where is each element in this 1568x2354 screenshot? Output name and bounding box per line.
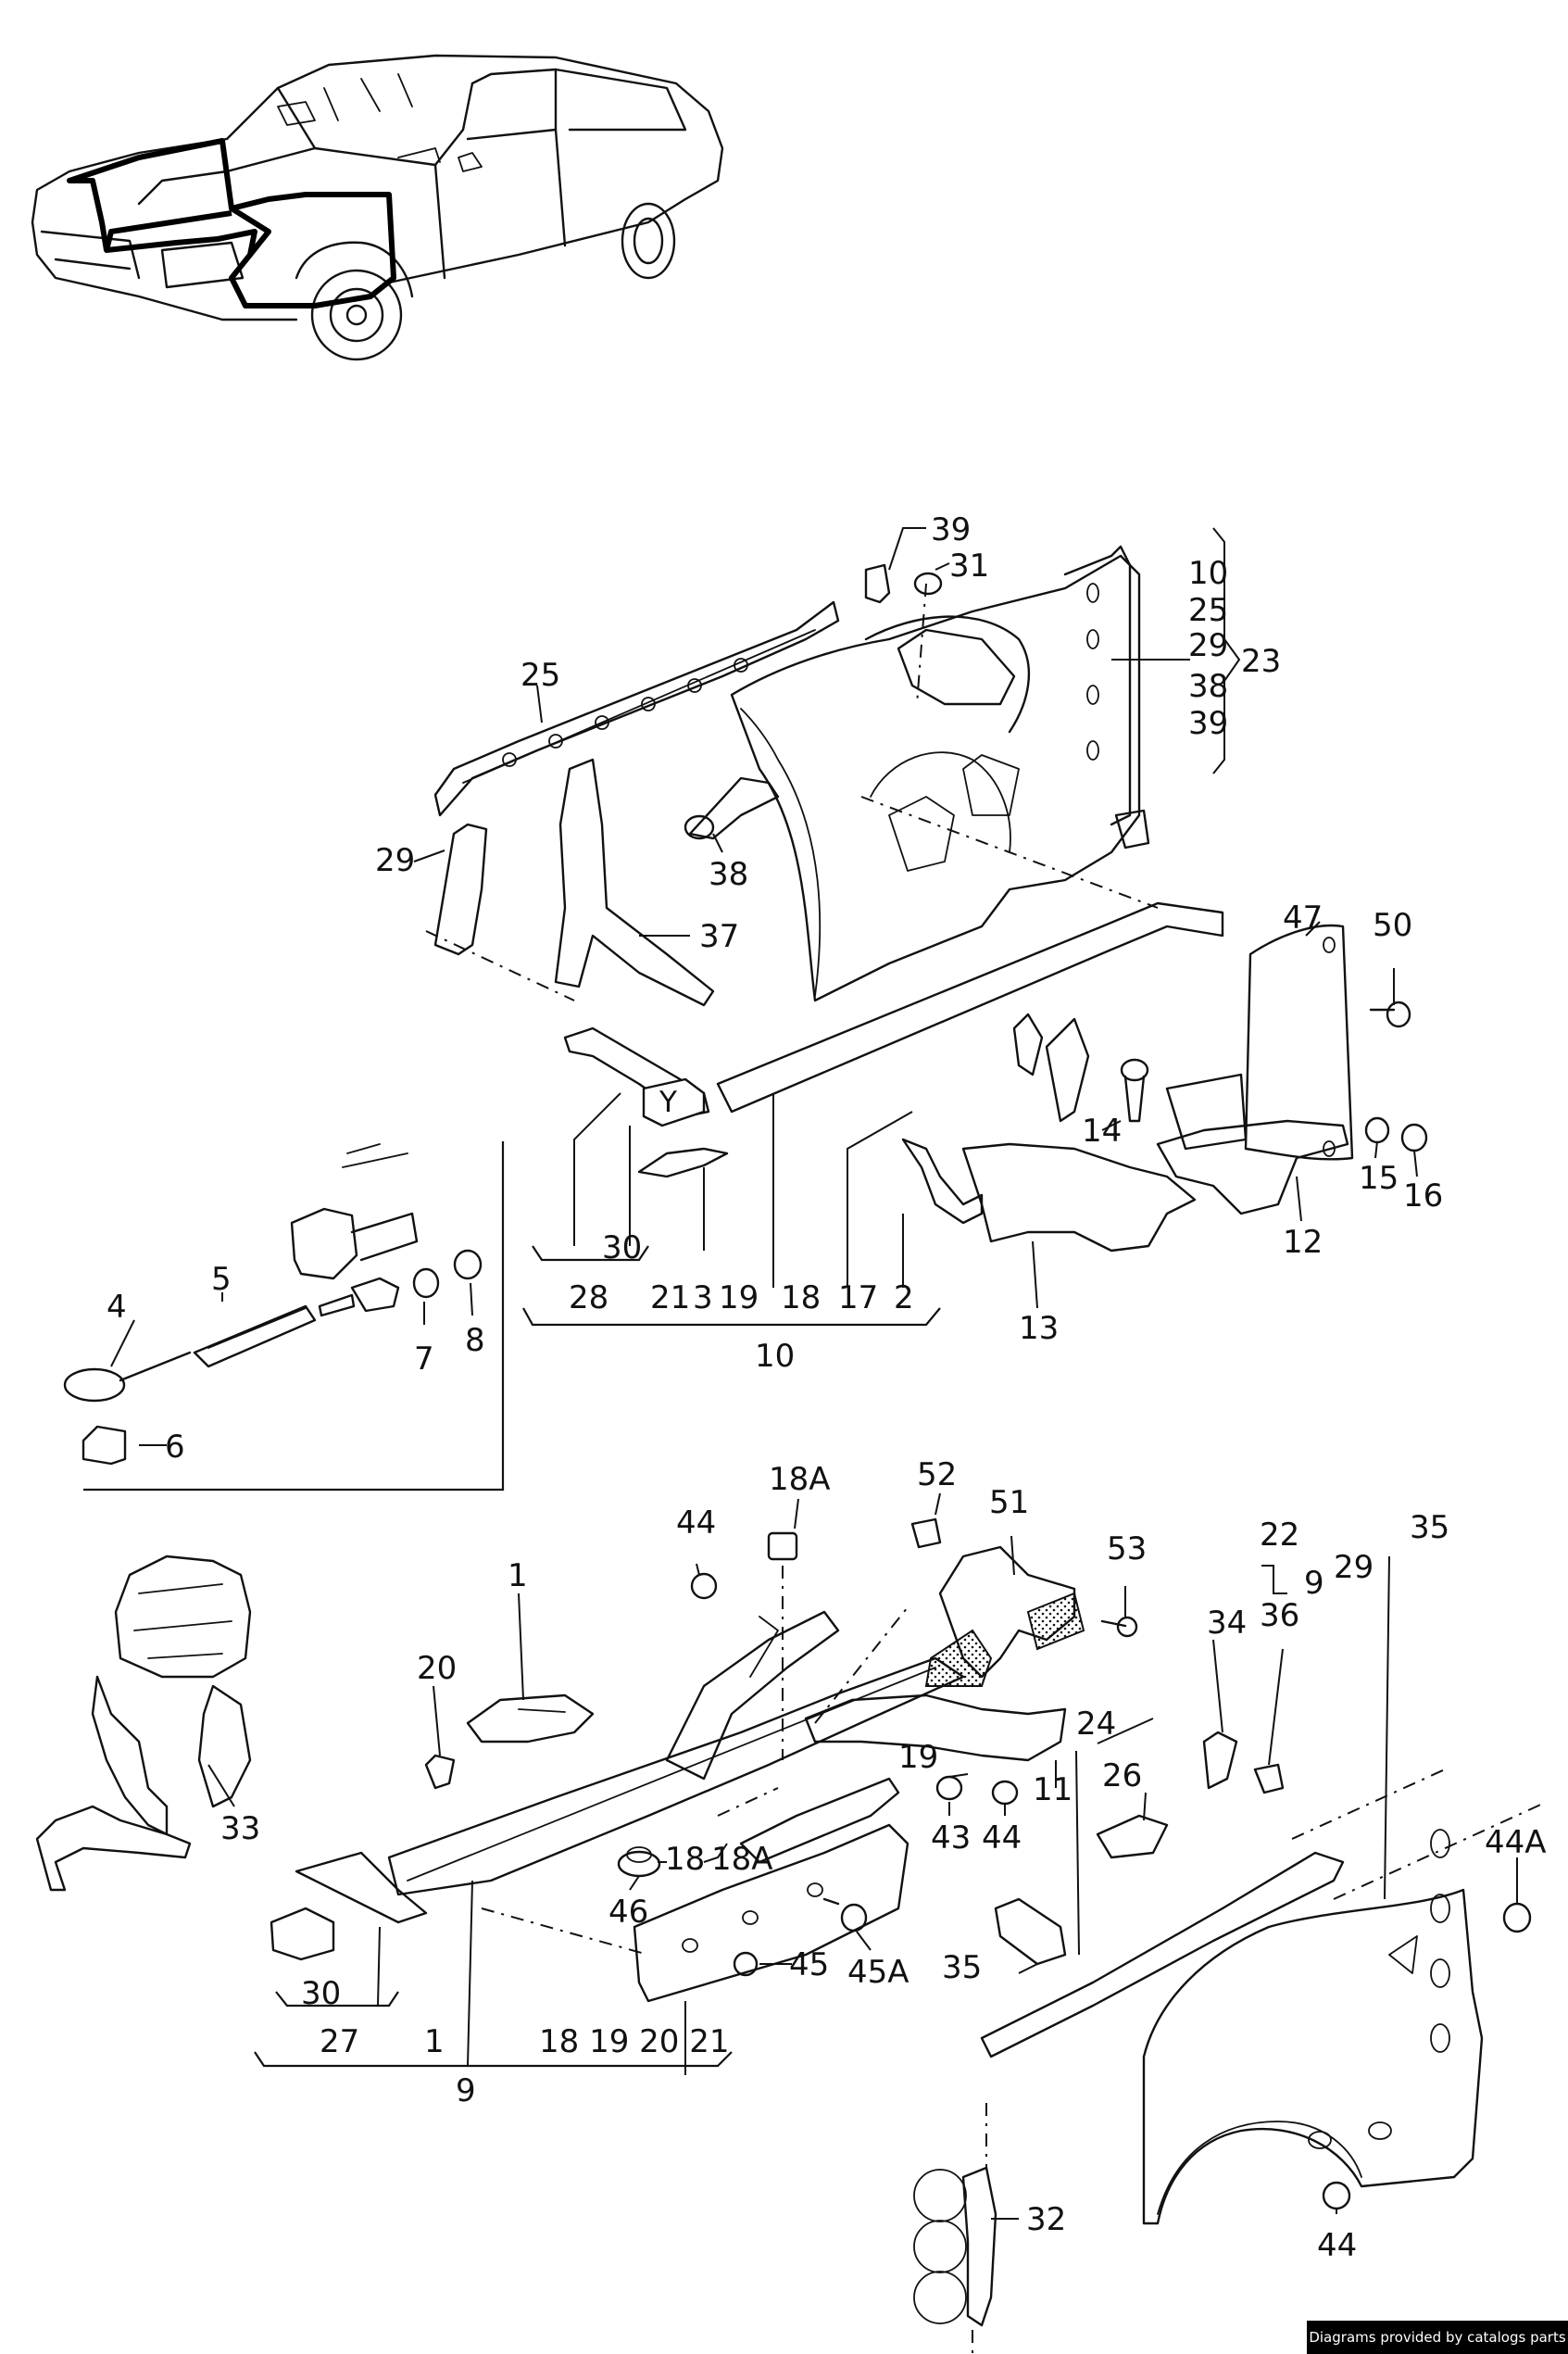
callout-39: 39 — [1188, 705, 1228, 742]
callout-17: 17 — [838, 1279, 878, 1316]
engine-reference-illustration — [35, 1555, 252, 1892]
callout-35: 35 — [1410, 1509, 1449, 1546]
callout-13: 13 — [1019, 1310, 1059, 1347]
callout-43: 43 — [931, 1819, 971, 1857]
callout-30: 30 — [301, 1975, 341, 2012]
callout-44: 44 — [982, 1819, 1022, 1857]
callout-10: 10 — [755, 1338, 795, 1375]
callout-46: 46 — [608, 1894, 648, 1931]
callout-9: 9 — [1304, 1565, 1324, 1602]
callout-29: 29 — [1334, 1549, 1374, 1586]
callout-22: 22 — [1260, 1517, 1299, 1554]
callout-39: 39 — [931, 511, 971, 548]
callout-35: 35 — [942, 1949, 982, 1986]
callout-7: 7 — [414, 1341, 434, 1378]
callout-50: 50 — [1373, 907, 1412, 944]
callout-34: 34 — [1207, 1605, 1247, 1642]
callout-9: 9 — [456, 2072, 476, 2109]
callout-44: 44 — [676, 1504, 716, 1542]
callout-25: 25 — [521, 657, 560, 694]
callout-4: 4 — [107, 1289, 127, 1326]
callout-27: 27 — [320, 2023, 359, 2060]
callout-29: 29 — [375, 842, 415, 879]
tow-eye-subassembly — [63, 1141, 505, 1492]
callout-26: 26 — [1102, 1757, 1142, 1794]
credit-text: Diagrams provided by catalogs parts — [1309, 2329, 1566, 2346]
lower-assembly-drawing — [270, 1517, 1548, 2353]
credit-badge: Diagrams provided by catalogs parts — [1307, 2321, 1568, 2354]
callout-1: 1 — [424, 2023, 445, 2060]
callout-37: 37 — [699, 918, 739, 955]
callout-38: 38 — [1188, 668, 1228, 705]
callout-32: 32 — [1026, 2201, 1066, 2238]
callout-19: 19 — [898, 1739, 938, 1776]
callout-30: 30 — [602, 1229, 642, 1266]
callout-45a: 45A — [847, 1954, 909, 1991]
leader-lines — [110, 527, 1518, 2220]
callout-3: 3 — [693, 1279, 713, 1316]
callout-18-19-20-21: 18 19 20 21 — [539, 2023, 729, 2060]
callout-24: 24 — [1076, 1706, 1116, 1743]
callout-1: 1 — [508, 1557, 528, 1594]
callout-52: 52 — [917, 1456, 957, 1493]
callout-5: 5 — [211, 1261, 232, 1298]
callout-18a: 18A — [711, 1841, 773, 1878]
callout-2: 2 — [894, 1279, 914, 1316]
callout-16: 16 — [1403, 1177, 1443, 1215]
callout-33: 33 — [220, 1810, 260, 1847]
callout-11: 11 — [1033, 1771, 1073, 1808]
upper-assembly-drawing: Y — [425, 545, 1428, 1253]
callout-51: 51 — [989, 1484, 1029, 1521]
callout-44a: 44A — [1485, 1824, 1547, 1861]
callout-38: 38 — [709, 856, 748, 893]
callout-25: 25 — [1188, 592, 1228, 629]
callout-47: 47 — [1283, 900, 1323, 937]
callout-18: 18 — [665, 1841, 705, 1878]
callout-labels: 39 31 10 25 29 23 38 39 25 29 38 37 47 5… — [107, 511, 1547, 2264]
callout-44: 44 — [1317, 2227, 1357, 2264]
callout-18: 18 — [781, 1279, 821, 1316]
callout-28: 28 — [569, 1279, 608, 1316]
callout-19: 19 — [719, 1279, 759, 1316]
callout-36: 36 — [1260, 1597, 1299, 1634]
callout-8: 8 — [465, 1322, 485, 1359]
callout-23: 23 — [1241, 643, 1281, 680]
callout-10: 10 — [1188, 555, 1228, 592]
callout-29: 29 — [1188, 627, 1228, 664]
callout-21: 21 — [650, 1279, 690, 1316]
svg-text:Y: Y — [659, 1086, 677, 1119]
callout-53: 53 — [1107, 1530, 1147, 1567]
callout-15: 15 — [1359, 1160, 1399, 1197]
callout-18a: 18A — [769, 1461, 831, 1498]
callout-14: 14 — [1082, 1113, 1122, 1150]
callout-45: 45 — [789, 1946, 829, 1983]
callout-12: 12 — [1283, 1224, 1323, 1261]
car-overview-illustration — [31, 54, 724, 361]
callout-6: 6 — [165, 1429, 185, 1466]
callout-31: 31 — [949, 548, 989, 585]
callout-20: 20 — [417, 1650, 457, 1687]
